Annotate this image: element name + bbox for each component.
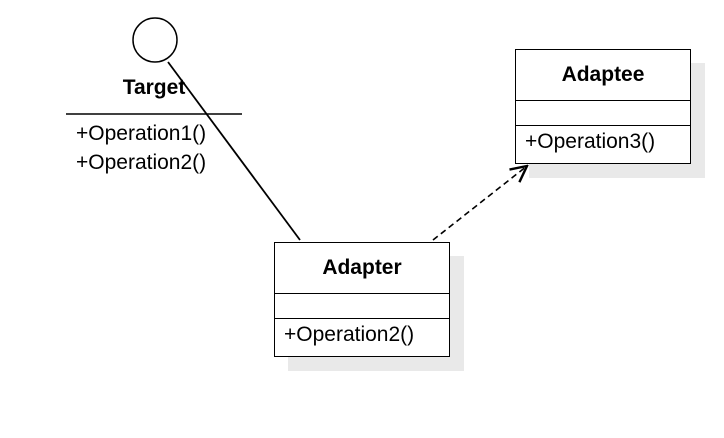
adapter-operations: +Operation2() [275, 318, 449, 348]
target-operation-2: +Operation2() [76, 151, 207, 174]
target-title: Target [122, 76, 186, 99]
adapter-class: Adapter +Operation2() [274, 242, 450, 357]
adapter-attributes [275, 293, 449, 318]
adaptee-operation-1: +Operation3() [525, 130, 656, 153]
adaptee-title: Adaptee [561, 63, 645, 86]
realization-line [167, 61, 301, 241]
adaptee-class: Adaptee +Operation3() [515, 49, 691, 164]
adapter-operation-1: +Operation2() [284, 323, 415, 346]
dependency-arrow [432, 166, 527, 241]
adaptee-attributes [516, 100, 690, 125]
adapter-title: Adapter [322, 256, 402, 279]
target-operation-1: +Operation1() [76, 122, 207, 145]
interface-lollipop-icon [132, 17, 178, 63]
adaptee-operations: +Operation3() [516, 125, 690, 155]
